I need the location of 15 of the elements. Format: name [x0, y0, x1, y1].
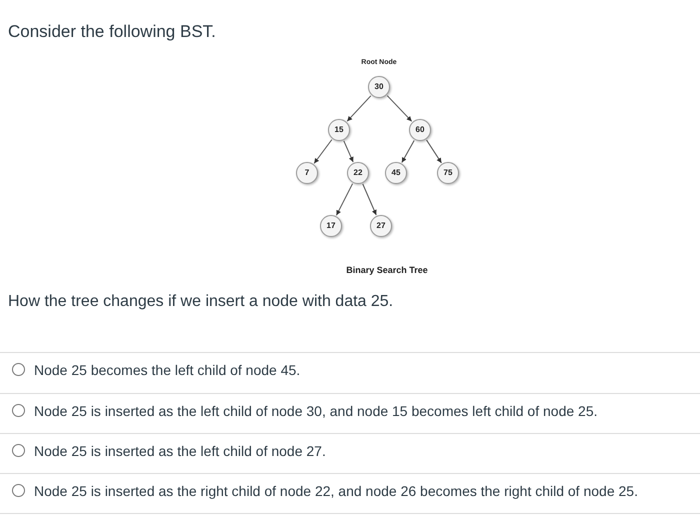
question-text: How the tree changes if we insert a node with data 25.: [8, 292, 394, 312]
answer-option: Node 25 is inserted as the right child of node 22, and node 26 becomes the right child of node 25.: [34, 481, 638, 502]
arrow: [314, 139, 332, 164]
answer-option: Node 25 is inserted as the left child of node 27.: [34, 441, 326, 462]
arrow: [343, 140, 354, 163]
arrow: [362, 184, 377, 216]
arrow: [401, 140, 415, 164]
diagram-caption: Binary Search Tree: [345, 264, 429, 277]
arrow: [336, 183, 354, 216]
arrow: [386, 95, 412, 122]
arrow: [346, 95, 372, 122]
arrow: [426, 140, 442, 164]
answer-option: Node 25 becomes the left child of node 45.: [34, 360, 300, 381]
heading: Consider the following BST.: [8, 21, 216, 43]
answer-option: Node 25 is inserted as the left child of node 30, and node 15 becomes left child of node 25.: [34, 401, 598, 422]
